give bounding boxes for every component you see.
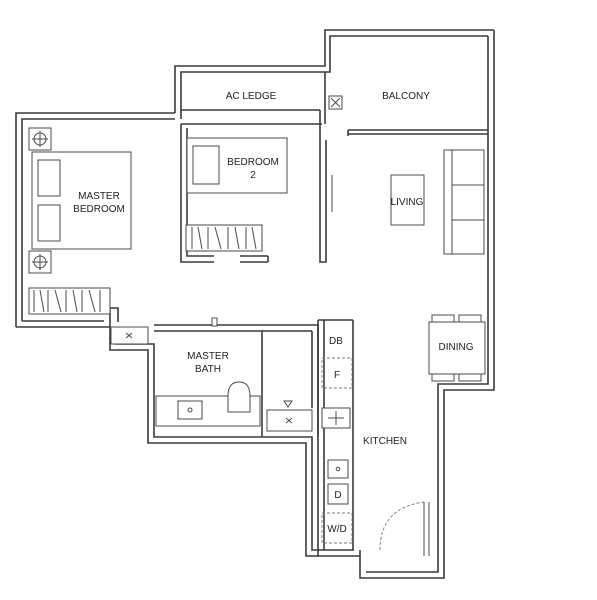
wardrobe — [28, 287, 111, 315]
bedroom-2: BEDROOM 2 — [185, 137, 288, 252]
balcony-label: BALCONY — [382, 91, 430, 102]
wardrobe — [185, 224, 263, 252]
ac-ledge-label: AC LEDGE — [226, 91, 277, 102]
kitchen-label: KITCHEN — [363, 436, 407, 447]
washer-dryer — [321, 512, 353, 544]
ceiling-light-icon — [28, 127, 52, 151]
floor-trap-icon — [110, 326, 149, 345]
entrance-door — [379, 501, 430, 556]
bedroom-2-label: 2 — [250, 170, 256, 181]
master-bedroom-label: BEDROOM — [73, 204, 125, 215]
master-bedroom: MASTER BEDROOM — [28, 127, 132, 315]
master-bath-label: BATH — [195, 364, 221, 375]
outer-walls — [15, 29, 495, 579]
fridge — [321, 357, 353, 389]
pillow — [192, 145, 220, 185]
living-label: LIVING — [391, 197, 424, 208]
shower-area — [266, 400, 313, 432]
dining-label: DINING — [439, 342, 474, 353]
pillow — [37, 204, 61, 242]
basin-icon — [177, 400, 203, 420]
pillow — [37, 159, 61, 197]
toilet-icon — [227, 381, 251, 413]
sink-icon — [327, 459, 349, 479]
interior-walls — [154, 72, 488, 556]
ceiling-light-icon — [28, 250, 52, 274]
floor-trap-icon — [328, 95, 343, 110]
dryer-label: D — [334, 490, 341, 501]
tv-console — [390, 174, 425, 226]
living-room: LIVING — [331, 149, 485, 255]
master-bedroom-label: MASTER — [78, 191, 120, 202]
master-bath-label: MASTER — [187, 351, 229, 362]
fridge-label: F — [334, 370, 340, 381]
dining-area: DINING — [428, 314, 486, 382]
hob-icon — [321, 407, 351, 429]
washer-dryer-label: W/D — [327, 524, 346, 535]
bedroom-2-label: BEDROOM — [227, 157, 279, 168]
master-bath: MASTER BATH — [110, 317, 313, 432]
dining-table — [428, 321, 486, 375]
kitchen: DB F D W/D KITCHEN — [321, 336, 407, 544]
dryer — [327, 483, 349, 505]
db-label: DB — [329, 336, 343, 347]
sofa — [443, 149, 485, 255]
